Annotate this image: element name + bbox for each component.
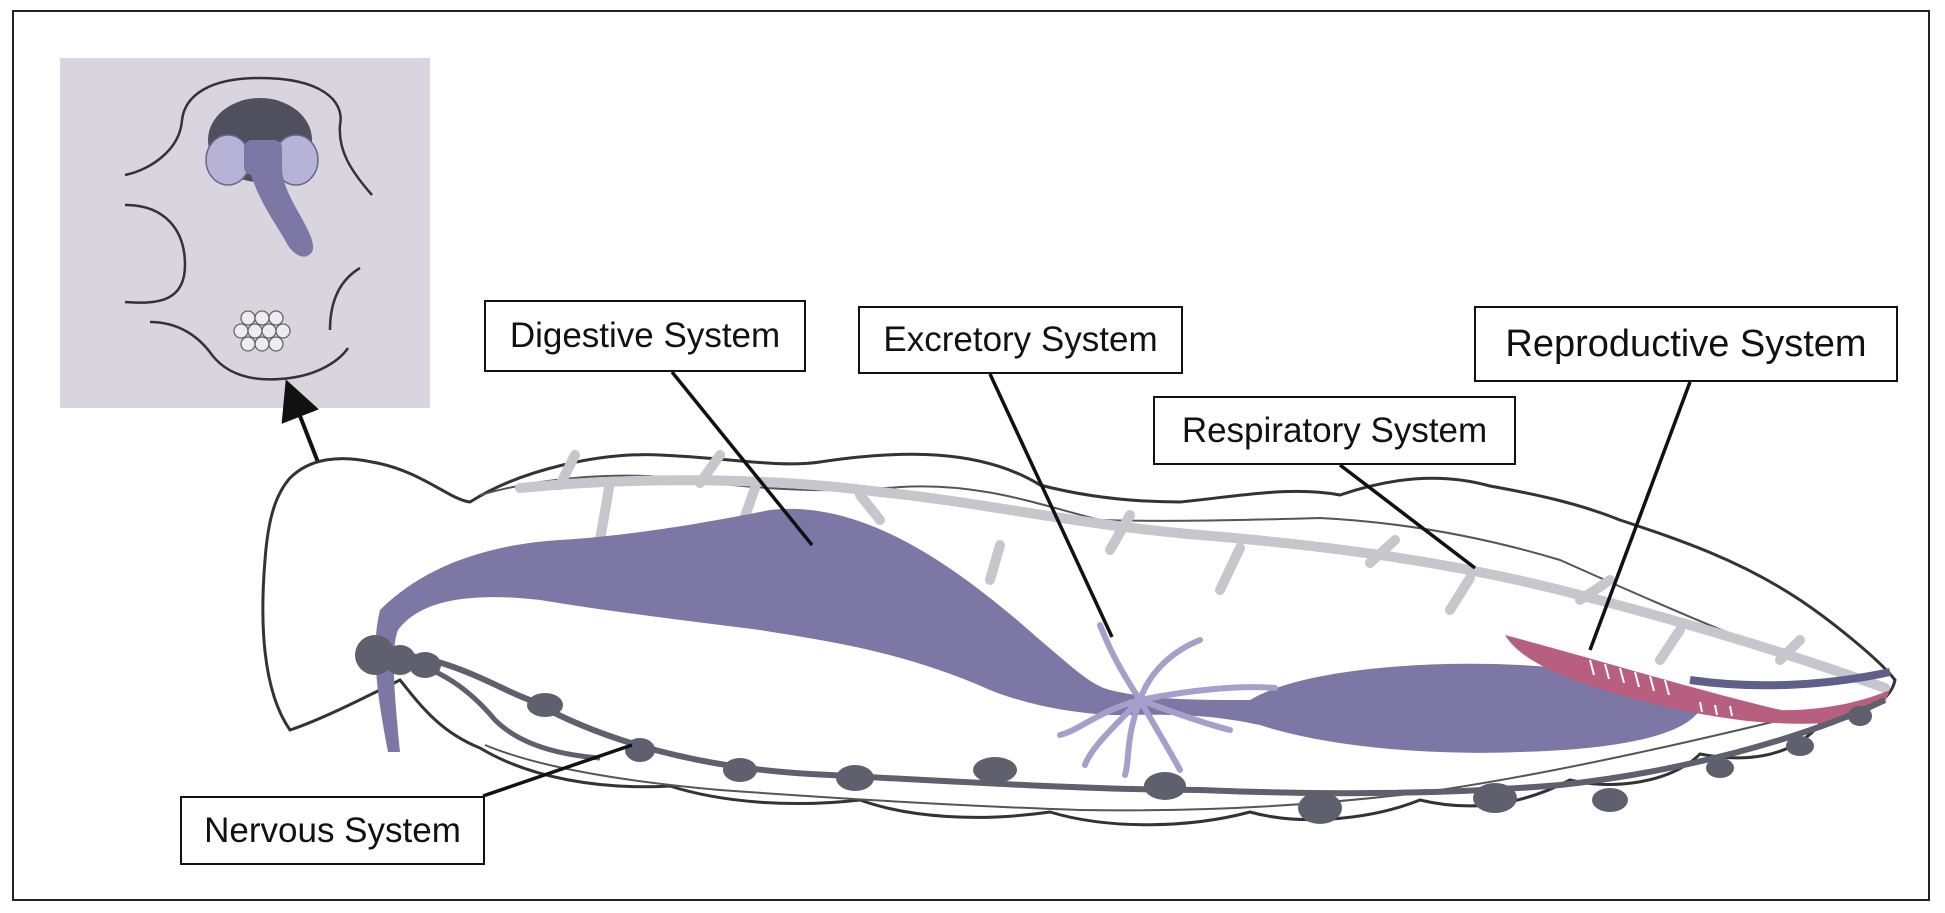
reproductive-system-label: Reproductive System bbox=[1474, 306, 1898, 382]
digestive-system-label: Digestive System bbox=[484, 300, 806, 372]
inset-outline-left bbox=[124, 203, 187, 304]
inset-outline-top bbox=[124, 76, 373, 196]
excretory-leader bbox=[988, 373, 1114, 638]
nervous-leader bbox=[482, 743, 633, 798]
respiratory-system-label: Respiratory System bbox=[1153, 396, 1516, 465]
inset-lobe-left bbox=[205, 134, 251, 186]
nervous-system-label: Nervous System bbox=[180, 796, 485, 865]
respiratory-leader bbox=[1338, 463, 1477, 570]
leader-lines bbox=[482, 370, 1692, 798]
reproductive-organs bbox=[1505, 635, 1891, 724]
digestive-leader bbox=[670, 370, 814, 547]
cross-section-inset bbox=[60, 58, 430, 408]
excretory-system-label: Excretory System bbox=[858, 306, 1183, 374]
inset-outline-right bbox=[328, 266, 361, 331]
inset-outline-bottom bbox=[149, 320, 350, 381]
nervous-system bbox=[355, 635, 1887, 824]
inset-nerve-cluster bbox=[233, 310, 291, 352]
respiratory-tracheae bbox=[515, 450, 1890, 693]
inset-gut-neck bbox=[244, 140, 282, 175]
excretory-tubules bbox=[1057, 622, 1278, 778]
inset-gut-tube bbox=[248, 150, 314, 257]
digestive-tract bbox=[375, 508, 1700, 753]
reproductive-leader bbox=[1588, 381, 1692, 651]
